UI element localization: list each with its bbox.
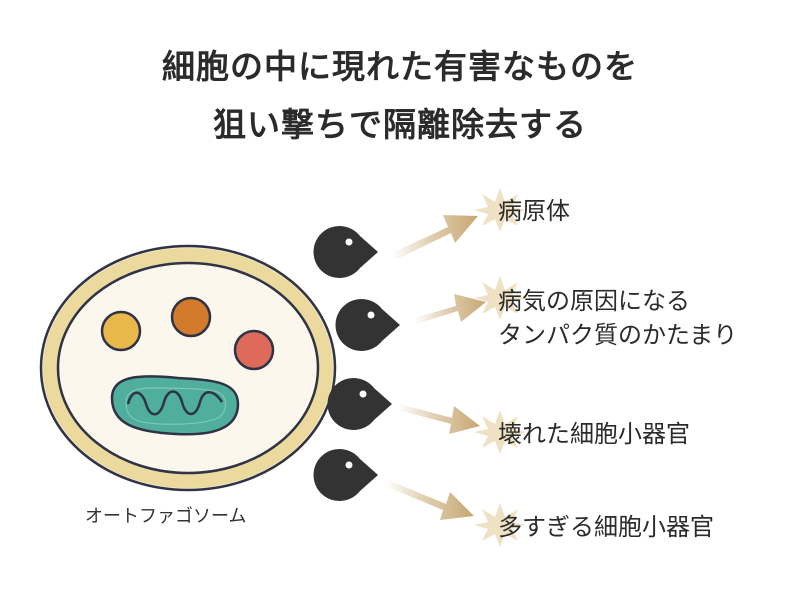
arrow-3	[398, 404, 480, 434]
burst-1	[474, 188, 526, 232]
autophagosome-label: オートファゴソーム	[85, 506, 247, 527]
burst-4	[474, 503, 526, 547]
title-line-2: 狙い撃ちで隔離除去する	[213, 105, 587, 144]
target-label-damaged-organelles: 壊れた細胞小器官	[498, 417, 690, 451]
target-2-line-1: 病気の原因になる	[498, 287, 690, 315]
pacman-1	[313, 226, 378, 278]
organelle-yellow	[100, 310, 142, 352]
target-label-protein-aggregates: 病気の原因になる タンパク質のかたまり	[498, 284, 737, 352]
cell-inner-membrane	[56, 261, 320, 475]
target-4-line-1: 多すぎる細胞小器官	[498, 513, 714, 541]
title-line-1: 細胞の中に現れた有害なものを	[162, 47, 638, 86]
diagram-title: 細胞の中に現れた有害なものを 狙い撃ちで隔離除去する	[0, 38, 800, 154]
pacman-3	[327, 378, 392, 430]
autophagosome	[39, 244, 337, 492]
organelle-orange	[170, 296, 212, 338]
arrow-2	[414, 294, 486, 324]
target-3-line-1: 壊れた細胞小器官	[498, 420, 690, 448]
cell-outer-band	[43, 248, 333, 488]
target-2-line-2: タンパク質のかたまり	[498, 321, 738, 349]
target-1-line-1: 病原体	[498, 197, 570, 225]
mitochondrion	[110, 375, 240, 436]
target-label-pathogen: 病原体	[498, 194, 570, 228]
pacman-2	[335, 299, 400, 351]
burst-3	[474, 410, 526, 454]
arrow-4	[385, 480, 474, 520]
pacman-4	[313, 449, 378, 501]
organelle-red	[233, 329, 275, 371]
burst-2	[474, 276, 526, 320]
arrow-1	[392, 215, 478, 260]
target-label-excess-organelles: 多すぎる細胞小器官	[498, 510, 714, 544]
